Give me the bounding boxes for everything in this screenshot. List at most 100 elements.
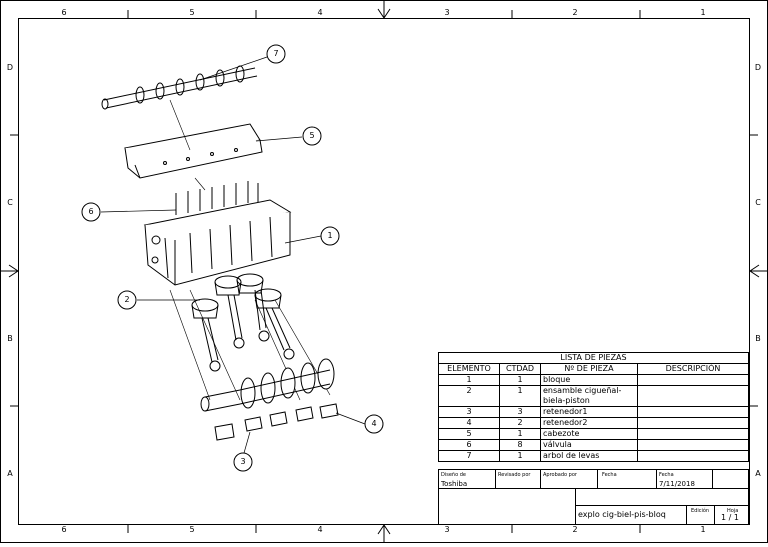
date-label: Fecha bbox=[602, 472, 617, 478]
desc-cell bbox=[637, 439, 749, 451]
designer-value: Toshiba bbox=[441, 480, 468, 488]
blank-box bbox=[712, 469, 749, 489]
part-cell: válvula bbox=[540, 439, 638, 451]
valves bbox=[175, 181, 259, 215]
edition-label: Edición bbox=[691, 508, 710, 514]
desc-cell bbox=[637, 450, 749, 462]
balloon-6 bbox=[81, 202, 101, 222]
item-cell: 5 bbox=[438, 428, 500, 440]
balloon-number: 2 bbox=[124, 295, 130, 304]
zone-row-label: B bbox=[755, 334, 761, 343]
zone-ticks bbox=[10, 10, 758, 533]
zone-col-label: 4 bbox=[317, 8, 323, 17]
zone-col-label: 6 bbox=[61, 525, 67, 534]
part-cell: cabezote bbox=[540, 428, 638, 440]
zone-col-label: 1 bbox=[700, 8, 706, 17]
desc-cell bbox=[637, 417, 749, 429]
balloon-2 bbox=[117, 290, 137, 310]
qty-cell: 1 bbox=[499, 428, 541, 440]
drawing-name: explo cig-biel-pis-bloq bbox=[578, 510, 666, 519]
desc-cell bbox=[637, 406, 749, 418]
approved-date-box: Fecha bbox=[597, 469, 657, 489]
sheet-box: Hoja 1 / 1 bbox=[714, 505, 749, 525]
zone-col-label: 2 bbox=[572, 8, 578, 17]
zone-row-label: D bbox=[6, 63, 14, 72]
zone-col-label: 3 bbox=[444, 8, 450, 17]
qty-cell: 1 bbox=[499, 385, 541, 407]
part-cell: retenedor2 bbox=[540, 417, 638, 429]
qty-cell: 8 bbox=[499, 439, 541, 451]
zone-row-label: D bbox=[754, 63, 762, 72]
item-cell: 4 bbox=[438, 417, 500, 429]
zone-col-label: 5 bbox=[189, 525, 195, 534]
column-header: DESCRIPCIÓN bbox=[637, 363, 749, 375]
date-box: Fecha 7/11/2018 bbox=[656, 469, 713, 489]
column-header: CTDAD bbox=[499, 363, 541, 375]
sheet-label: Hoja bbox=[727, 508, 739, 514]
zone-col-label: 6 bbox=[61, 8, 67, 17]
designer-label: Diseño de bbox=[441, 472, 466, 478]
item-cell: 2 bbox=[438, 385, 500, 407]
part-cell: retenedor1 bbox=[540, 406, 638, 418]
balloon-4 bbox=[364, 414, 384, 434]
part-cell: arbol de levas bbox=[540, 450, 638, 462]
zone-row-label: C bbox=[755, 198, 761, 207]
pistons bbox=[191, 273, 295, 372]
balloon-5 bbox=[302, 126, 322, 146]
column-header: ELEMENTO bbox=[438, 363, 500, 375]
balloon-number: 6 bbox=[88, 207, 94, 216]
parts-list-title: LISTA DE PIEZAS bbox=[438, 352, 749, 364]
item-cell: 1 bbox=[438, 374, 500, 386]
zone-row-label: A bbox=[7, 469, 13, 478]
balloon-number: 7 bbox=[273, 49, 279, 58]
zone-col-label: 5 bbox=[189, 8, 195, 17]
valve-cover bbox=[124, 123, 263, 179]
parts-list-table: LISTA DE PIEZAS ELEMENTO CTDAD Nº DE PIE… bbox=[438, 352, 749, 462]
leader-lines bbox=[100, 56, 366, 454]
exploded-assembly bbox=[81, 44, 384, 472]
zone-col-label: 3 bbox=[444, 525, 450, 534]
balloon-3 bbox=[233, 452, 253, 472]
part-cell: ensamble cigueñal-biela-piston bbox=[540, 385, 638, 407]
zone-col-label: 2 bbox=[572, 525, 578, 534]
edition-box: Edición bbox=[686, 505, 715, 525]
qty-cell: 1 bbox=[499, 450, 541, 462]
date-label: Fecha bbox=[659, 472, 674, 478]
balloon-7 bbox=[266, 44, 286, 64]
desc-cell bbox=[637, 374, 749, 386]
balloon-number: 1 bbox=[327, 231, 333, 240]
reviewed-box: Revisado por bbox=[495, 469, 541, 489]
item-cell: 3 bbox=[438, 406, 500, 418]
camshaft bbox=[101, 65, 258, 110]
column-header: Nº DE PIEZA bbox=[540, 363, 638, 375]
qty-cell: 2 bbox=[499, 417, 541, 429]
zone-row-label: B bbox=[7, 334, 13, 343]
designer-box: Diseño de Toshiba bbox=[438, 469, 496, 489]
zone-col-label: 1 bbox=[700, 525, 706, 534]
zone-row-label: C bbox=[7, 198, 13, 207]
qty-cell: 3 bbox=[499, 406, 541, 418]
balloon-number: 3 bbox=[240, 457, 246, 466]
desc-cell bbox=[637, 428, 749, 440]
company-box bbox=[438, 488, 576, 525]
part-cell: bloque bbox=[540, 374, 638, 386]
balloon-circles bbox=[81, 44, 384, 472]
balloon-number: 4 bbox=[371, 419, 377, 428]
balloon-1 bbox=[320, 226, 340, 246]
date-value: 7/11/2018 bbox=[659, 480, 695, 488]
title-box bbox=[575, 488, 749, 506]
item-cell: 7 bbox=[438, 450, 500, 462]
reviewed-label: Revisado por bbox=[498, 472, 531, 478]
sheet-value: 1 / 1 bbox=[721, 513, 739, 522]
zone-row-label: A bbox=[755, 469, 761, 478]
retainers bbox=[214, 403, 339, 441]
qty-cell: 1 bbox=[499, 374, 541, 386]
